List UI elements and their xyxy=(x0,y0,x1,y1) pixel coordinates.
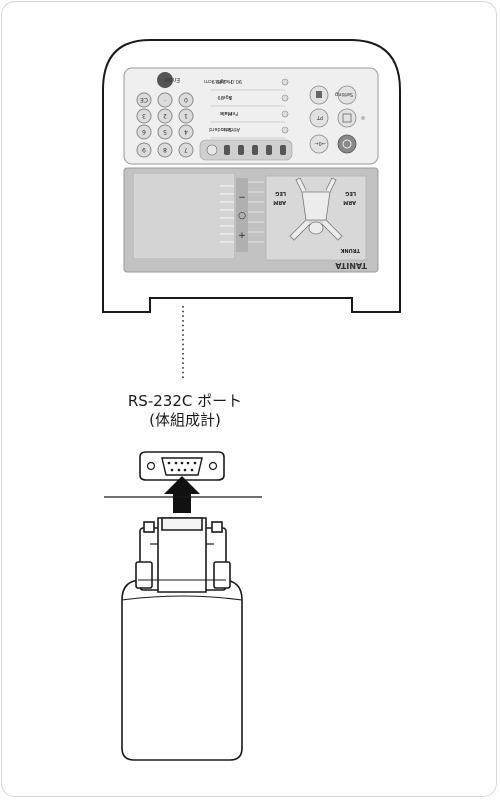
memory-button[interactable] xyxy=(337,108,357,128)
menu-range: Athletic xyxy=(221,126,240,132)
status-led xyxy=(361,116,365,120)
menu-indicator xyxy=(281,126,289,134)
slider-minus: − xyxy=(238,193,246,203)
pt-button[interactable] xyxy=(309,108,329,128)
person-icon[interactable] xyxy=(224,145,230,155)
d-sub-shell xyxy=(161,457,203,476)
key-label: · xyxy=(164,96,166,103)
slider-zero: ○ xyxy=(238,211,246,221)
key-label: CE xyxy=(140,96,148,103)
printer-icon xyxy=(316,91,322,98)
port-pins xyxy=(167,461,197,472)
key-2[interactable] xyxy=(157,108,173,124)
zero-label: →0← xyxy=(314,140,326,146)
function-buttons: Setting PT →0← xyxy=(309,85,365,154)
key-label: 2 xyxy=(163,112,167,119)
body-segment-icon xyxy=(289,177,343,241)
key-5[interactable] xyxy=(157,124,173,140)
menu-range: Female xyxy=(220,110,238,116)
key-4[interactable] xyxy=(178,124,194,140)
key-0[interactable] xyxy=(178,92,194,108)
key-label: 8 xyxy=(163,146,167,153)
lcd-segments xyxy=(220,185,234,243)
menu-label: Male xyxy=(220,110,232,116)
enter-label: Enter xyxy=(163,76,180,83)
mode-icons xyxy=(206,144,286,156)
keypad xyxy=(136,92,194,158)
key-9[interactable] xyxy=(136,142,152,158)
key-label: 7 xyxy=(184,146,188,153)
key-label: 3 xyxy=(142,112,146,119)
menu-label: Age xyxy=(222,94,232,100)
slider-plus: + xyxy=(238,231,246,241)
power-button[interactable] xyxy=(337,134,357,154)
setting-button[interactable] xyxy=(337,85,357,105)
key-1[interactable] xyxy=(178,108,194,124)
screw-left xyxy=(146,461,156,471)
screw-right xyxy=(208,461,218,471)
usb-serial-adapter xyxy=(121,517,243,761)
person-icon[interactable] xyxy=(252,145,258,155)
key-label: 4 xyxy=(184,128,188,135)
enter-button[interactable] xyxy=(157,72,173,88)
arm-right-label: ARM xyxy=(343,199,356,205)
port-caption-line1: RS-232C ポート xyxy=(127,392,243,410)
menu-range: 90.0 - 249.9cm xyxy=(204,78,242,84)
menu-indicator xyxy=(281,78,289,86)
mode-dial-icon[interactable] xyxy=(206,144,218,156)
key-ce[interactable] xyxy=(136,92,152,108)
key-label: 6 xyxy=(142,128,146,135)
slider-ticks xyxy=(248,181,264,243)
zero-button[interactable] xyxy=(309,134,329,154)
key-7[interactable] xyxy=(178,142,194,158)
body-composition-analyzer: CE 0 · 3 2 1 6 5 4 9 8 7 Enter Height xyxy=(102,39,401,313)
key-label: 0 xyxy=(184,96,188,103)
key-dot[interactable] xyxy=(157,92,173,108)
key-label: 9 xyxy=(142,146,146,153)
lcd-screen xyxy=(134,174,234,258)
key-6[interactable] xyxy=(136,124,152,140)
rs232c-port xyxy=(139,451,225,481)
key-label: 1 xyxy=(184,112,188,119)
key-3[interactable] xyxy=(136,108,152,124)
insert-arrow xyxy=(164,476,200,513)
power-icon xyxy=(342,139,352,149)
pt-label: PT xyxy=(316,114,323,120)
person-icon[interactable] xyxy=(238,145,244,155)
port-caption-line2: (体組成計) xyxy=(149,411,221,429)
setting-label: Setting xyxy=(335,91,353,97)
menu-range: 5 - 99 xyxy=(217,94,232,100)
trunk-label: TRUNK xyxy=(339,247,360,253)
arm-left-label: ARM xyxy=(273,199,286,205)
person-icon[interactable] xyxy=(266,145,272,155)
menu-list: Height 90.0 - 249.9cm Age 5 - 99 Male Fe… xyxy=(204,78,289,139)
leg-right-label: LEG xyxy=(345,190,356,196)
balance-slider xyxy=(236,178,248,252)
menu-label: Standard xyxy=(209,126,232,132)
menu-indicator xyxy=(281,94,289,102)
leg-left-label: LEG xyxy=(275,190,286,196)
menu-label: Height xyxy=(215,78,232,84)
key-8[interactable] xyxy=(157,142,173,158)
menu-indicator xyxy=(281,110,289,118)
person-icon[interactable] xyxy=(280,145,286,155)
memory-icon xyxy=(342,113,352,123)
brand-logo: TANITA xyxy=(334,261,367,270)
key-label: 5 xyxy=(163,128,167,135)
